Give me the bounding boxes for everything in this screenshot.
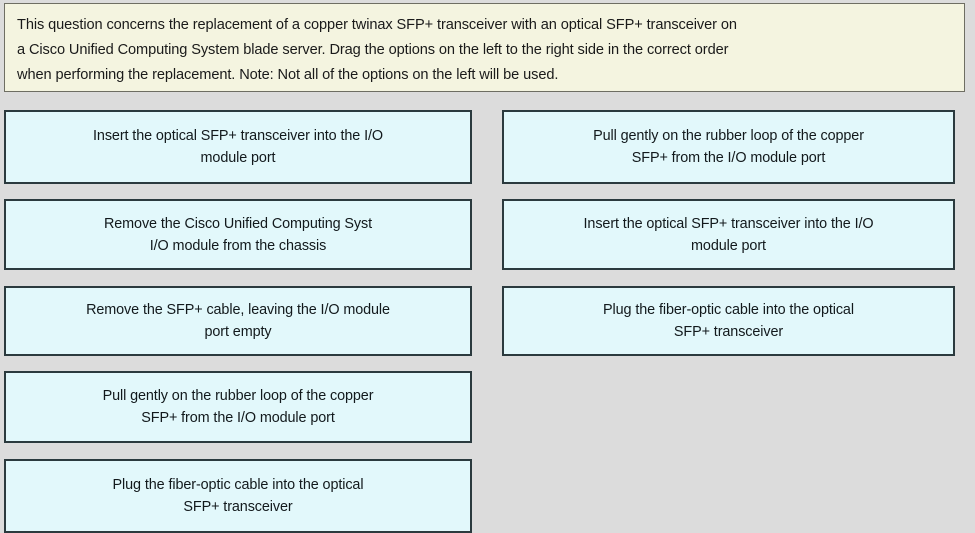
draggable-option-5[interactable]: Plug the fiber-optic cable into the opti… xyxy=(4,459,472,533)
answer-slot-3[interactable]: Plug the fiber-optic cable into the opti… xyxy=(502,286,955,356)
draggable-option-4-line-2: SFP+ from the I/O module port xyxy=(141,410,335,426)
draggable-option-1-line-1: Insert the optical SFP+ transceiver into… xyxy=(93,128,383,144)
answer-slot-3-line-1: Plug the fiber-optic cable into the opti… xyxy=(603,302,854,318)
answer-slot-1-line-1: Pull gently on the rubber loop of the co… xyxy=(593,128,864,144)
draggable-option-5-text: Plug the fiber-optic cable into the opti… xyxy=(103,474,374,518)
draggable-option-4-text: Pull gently on the rubber loop of the co… xyxy=(93,385,384,429)
draggable-option-1-text: Insert the optical SFP+ transceiver into… xyxy=(83,125,393,169)
draggable-option-3-line-2: port empty xyxy=(204,324,272,340)
answer-slot-1-text: Pull gently on the rubber loop of the co… xyxy=(583,125,874,169)
draggable-option-2-text: Remove the Cisco Unified Computing Syst … xyxy=(94,213,382,257)
prompt-line-2: a Cisco Unified Computing System blade s… xyxy=(17,42,729,58)
answer-slot-2-line-1: Insert the optical SFP+ transceiver into… xyxy=(583,215,874,232)
answer-slot-2-line-2: module port xyxy=(691,237,766,254)
draggable-option-2-line-1: Remove the Cisco Unified Computing Syst xyxy=(103,215,373,232)
draggable-option-5-line-2: SFP+ transceiver xyxy=(183,499,293,515)
answer-slot-2[interactable]: Insert the optical SFP+ transceiver into… xyxy=(502,199,955,270)
draggable-option-4-line-1: Pull gently on the rubber loop of the co… xyxy=(102,388,374,404)
answer-slot-2-text: Insert the optical SFP+ transceiver into… xyxy=(574,213,884,257)
draggable-option-3-text: Remove the SFP+ cable, leaving the I/O m… xyxy=(76,299,400,343)
draggable-option-3-line-1: Remove the SFP+ cable, leaving the I/O m… xyxy=(86,302,390,318)
draggable-option-3[interactable]: Remove the SFP+ cable, leaving the I/O m… xyxy=(4,286,472,356)
draggable-option-1-line-2: module port xyxy=(200,150,276,166)
draggable-option-5-line-1: Plug the fiber-optic cable into the opti… xyxy=(112,477,364,493)
answer-slot-3-line-2: SFP+ transceiver xyxy=(673,324,784,340)
question-prompt-banner: This question concerns the replacement o… xyxy=(4,3,965,92)
draggable-option-2-line-2: I/O module from the chassis xyxy=(149,237,327,254)
answer-slot-3-text: Plug the fiber-optic cable into the opti… xyxy=(593,299,864,343)
answer-slot-1-line-2: SFP+ from the I/O module port xyxy=(631,150,826,166)
answer-slot-1[interactable]: Pull gently on the rubber loop of the co… xyxy=(502,110,955,184)
prompt-line-3: when performing the replacement. Note: N… xyxy=(17,67,559,83)
prompt-line-1: This question concerns the replacement o… xyxy=(17,17,737,33)
draggable-option-4[interactable]: Pull gently on the rubber loop of the co… xyxy=(4,371,472,443)
draggable-option-1[interactable]: Insert the optical SFP+ transceiver into… xyxy=(4,110,472,184)
draggable-option-2[interactable]: Remove the Cisco Unified Computing Syst … xyxy=(4,199,472,270)
